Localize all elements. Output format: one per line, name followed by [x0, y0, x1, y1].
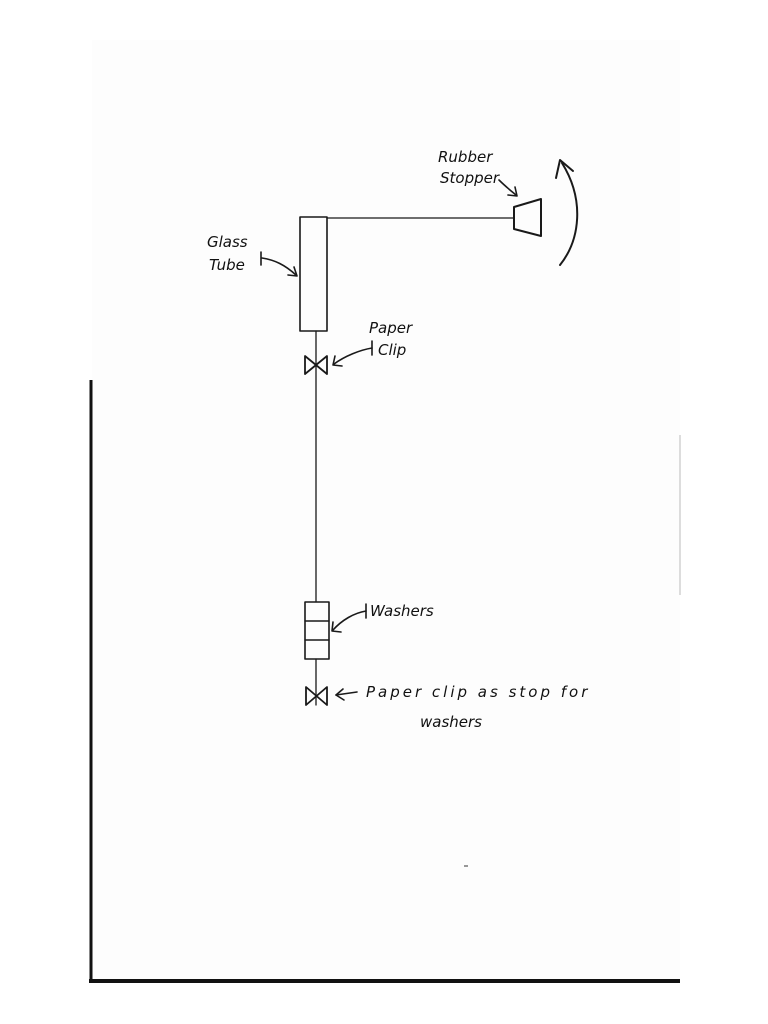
- paper-sheet: [92, 40, 680, 980]
- arrow-washers-head-icon: [331, 621, 342, 633]
- arrow-paper-clip-stop-head-icon: [335, 688, 345, 701]
- arrow-rubber-stopper: [498, 179, 517, 196]
- arrow-rubber-stopper-head-icon: [507, 186, 518, 197]
- arrow-paper-clip-stop: [335, 691, 358, 696]
- rotation-arrow: [559, 162, 579, 266]
- label-paper-clip-line1: Paper: [369, 319, 413, 337]
- label-paper-clip-stop-line1: Paper clip as stop for: [366, 683, 590, 701]
- arrow-washers: [332, 610, 367, 631]
- rubber-stopper: [513, 198, 542, 237]
- label-glass-tube-line2: Tube: [209, 256, 245, 274]
- paper-clip-upper: [304, 355, 328, 375]
- label-paper-clip-stop-line2: washers: [420, 713, 482, 731]
- label-glass-tube-line1: Glass: [207, 233, 248, 251]
- arrow-paper-clip-head-icon: [332, 355, 343, 367]
- arrow-glass-tube-head-icon: [287, 266, 298, 277]
- arrow-paper-clip: [333, 347, 373, 365]
- washers-stack: [304, 601, 330, 660]
- label-rubber-stopper-line1: Rubber: [438, 148, 493, 166]
- arrow-glass-tube: [261, 257, 297, 276]
- label-washers: Washers: [370, 602, 434, 620]
- label-paper-clip-line2: Clip: [378, 341, 406, 359]
- glass-tube: [299, 216, 328, 332]
- rotation-arrowhead-icon: [555, 159, 574, 179]
- paper-clip-lower: [305, 686, 328, 706]
- label-rubber-stopper-line2: Stopper: [440, 169, 500, 187]
